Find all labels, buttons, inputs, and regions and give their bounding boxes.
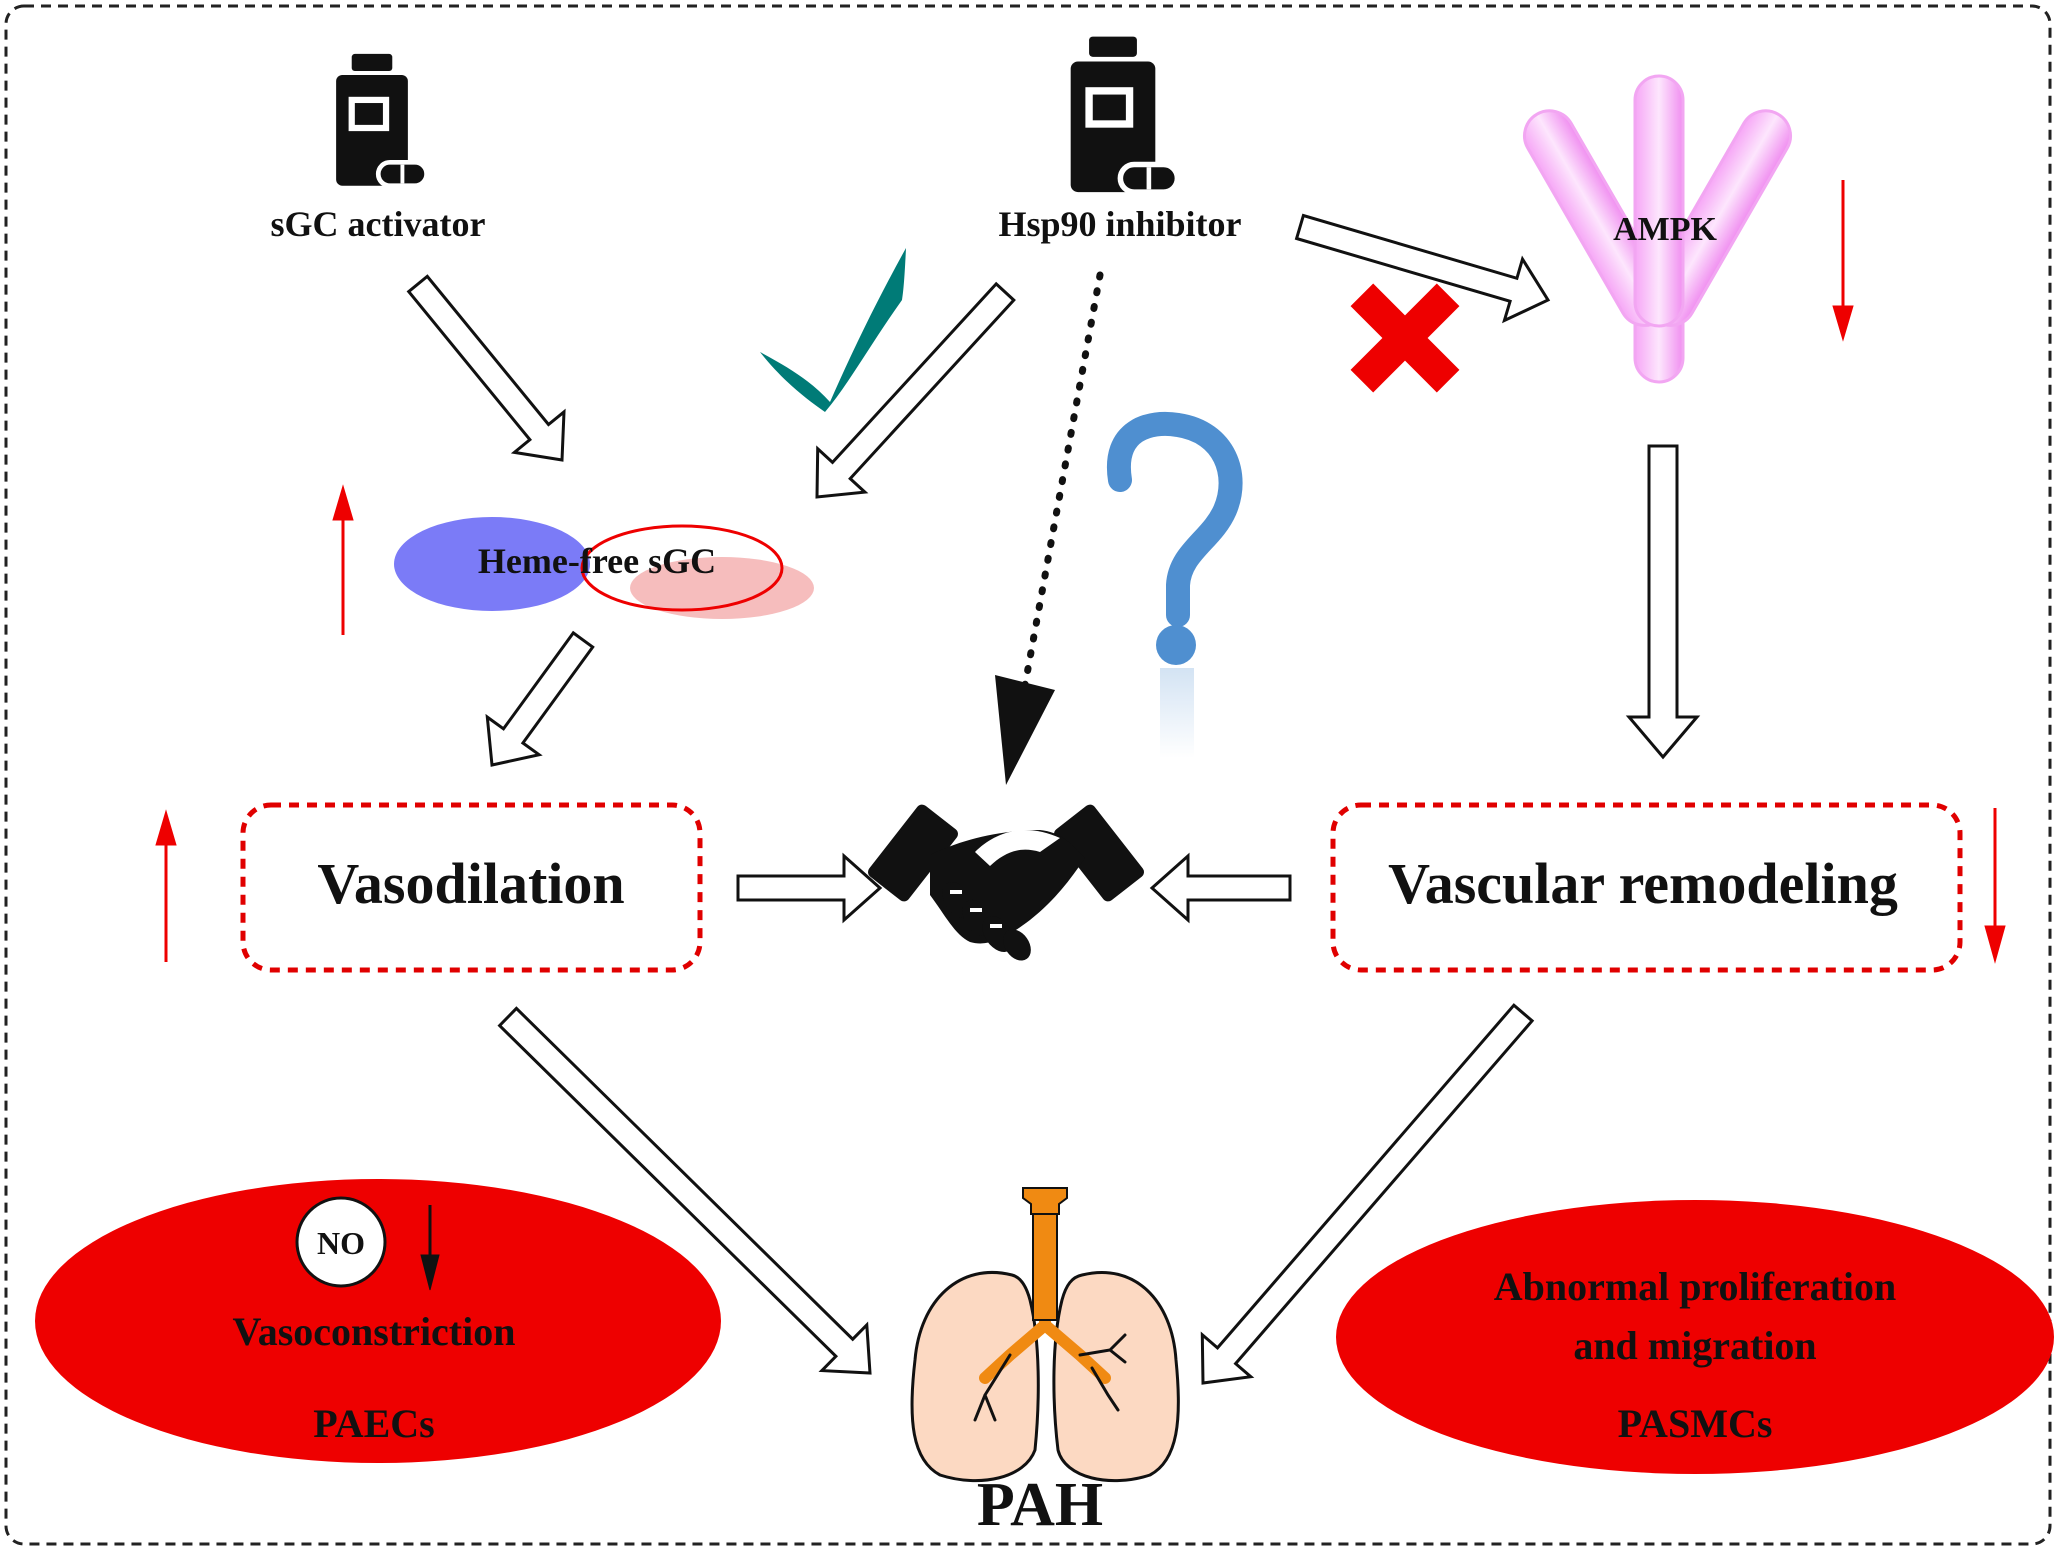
vasodilation-label: Vasodilation: [317, 851, 624, 916]
lungs-icon: [910, 1187, 1180, 1483]
pasmcs-label: PASMCs: [1618, 1401, 1773, 1446]
pill-bottle-icon: [336, 54, 426, 186]
pasmcs-ellipse: [1336, 1200, 2054, 1474]
down-arrow-ampk: [1832, 180, 1854, 342]
sgc-activator-label: sGC activator: [271, 204, 486, 244]
vasodilation-box: [240, 802, 703, 973]
vasoconstriction-label: Vasoconstriction: [233, 1309, 516, 1354]
no-down-arrow: [420, 1205, 440, 1291]
no-label: NO: [317, 1225, 365, 1261]
arrow-hsp90-to-heme: [815, 281, 1016, 499]
abnormal-line1-label: Abnormal proliferation: [1494, 1264, 1897, 1309]
handshake-icon: [868, 804, 1144, 961]
hsp90-inhibitor-label: Hsp90 inhibitor: [998, 204, 1241, 244]
paecs-ellipse: [35, 1179, 721, 1463]
no-circle: [295, 1196, 387, 1288]
abnormal-line2-label: and migration: [1573, 1323, 1816, 1368]
heme-free-sgc-label: Heme-free sGC: [478, 541, 716, 581]
dotted-arrow-hsp90-to-handshake: [995, 271, 1104, 785]
vascular-remodeling-box: [1330, 802, 1963, 973]
ampk-receptor: [1523, 74, 1792, 384]
arrow-sgc-activator-to-heme: [406, 274, 566, 462]
question-mark-icon: [1106, 411, 1243, 758]
vascular-remodeling-label: Vascular remodeling: [1388, 851, 1898, 916]
cross-icon: [1350, 283, 1460, 393]
arrow-hsp90-to-ampk: [1294, 213, 1551, 324]
checkmark-icon: [760, 248, 906, 412]
arrow-vasodilation-to-lungs: [497, 1006, 872, 1375]
arrow-remodeling-to-handshake: [1149, 852, 1292, 924]
ampk-label: AMPK: [1613, 211, 1717, 248]
up-arrow-heme: [332, 484, 354, 635]
down-arrow-remodeling: [1984, 808, 2006, 964]
paecs-label: PAECs: [313, 1401, 434, 1446]
flow-arrows: [406, 213, 1701, 1385]
pill-bottle-icon: [1071, 37, 1178, 192]
arrow-remodeling-to-lungs: [1200, 1003, 1535, 1385]
outer-frame: [4, 4, 2052, 1546]
arrow-ampk-to-remodeling: [1625, 444, 1701, 760]
arrow-vasodilation-to-handshake: [736, 852, 883, 924]
heme-free-sgc: [394, 517, 814, 619]
up-arrow-vasodilation: [155, 809, 177, 962]
arrow-heme-to-vasodilation: [485, 630, 595, 767]
pah-label: PAH: [977, 1471, 1103, 1539]
